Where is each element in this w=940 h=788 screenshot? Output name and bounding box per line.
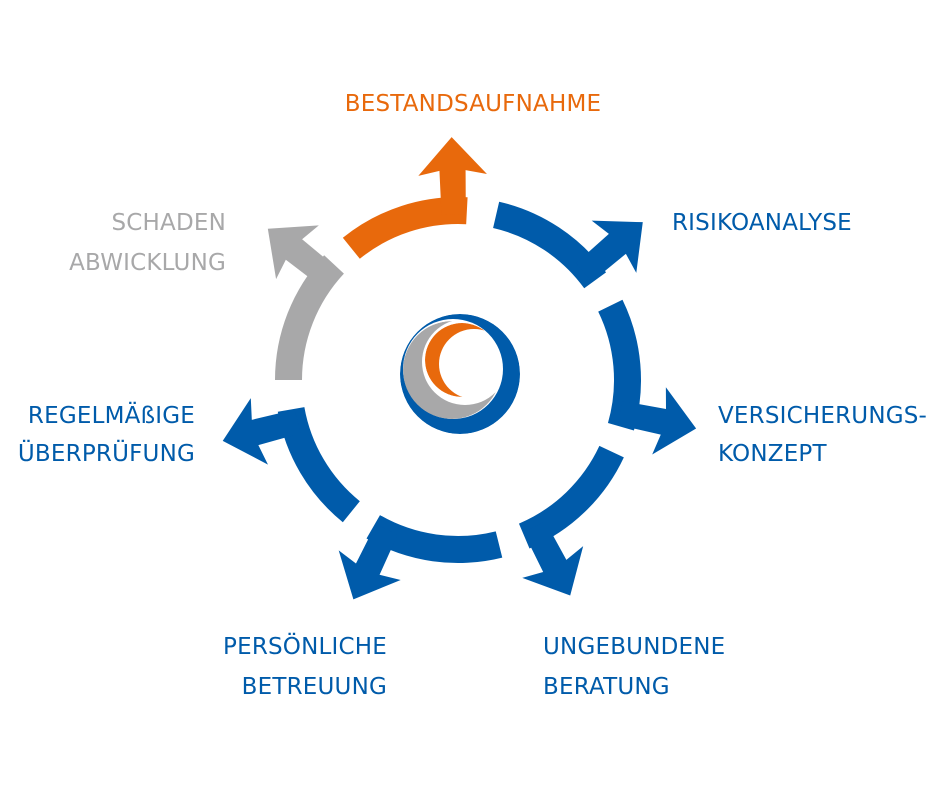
arc-schaden-abwicklung bbox=[275, 255, 344, 380]
arc-persoenliche-betreuung bbox=[366, 515, 503, 563]
label-bestandsaufnahme: BESTANDSAUFNAHME bbox=[345, 91, 601, 117]
arrow-ungebundene-beratung bbox=[522, 521, 584, 596]
segment-persoenliche-betreuung bbox=[338, 515, 503, 600]
arrow-risikoanalyse bbox=[575, 220, 643, 282]
label-schaden-line1: SCHADEN bbox=[111, 210, 226, 236]
arrow-bestandsaufnahme bbox=[418, 137, 487, 215]
segment-schaden-abwicklung bbox=[267, 225, 344, 380]
arrow-regelmaessige-ueberpruefung bbox=[222, 398, 301, 465]
label-regelmaessige-line1: REGELMÄßIGE bbox=[28, 401, 195, 429]
logo-orange-crescent bbox=[425, 323, 499, 397]
label-schaden-line2: ABWICKLUNG bbox=[69, 250, 226, 276]
label-ungebundene-line1: UNGEBUNDENE bbox=[543, 634, 725, 660]
arc-regelmaessige-ueberpruefung bbox=[277, 407, 360, 523]
segment-risikoanalyse bbox=[493, 201, 643, 289]
arrow-persoenliche-betreuung bbox=[338, 524, 401, 600]
labels: BESTANDSAUFNAHME RISIKOANALYSE VERSICHER… bbox=[18, 91, 927, 700]
segment-bestandsaufnahme bbox=[342, 137, 487, 259]
arc-versicherungskonzept bbox=[598, 299, 641, 431]
center-logo bbox=[400, 314, 520, 434]
cycle-ring bbox=[222, 137, 697, 600]
segment-regelmaessige-ueberpruefung bbox=[222, 398, 360, 523]
arrow-versicherungskonzept bbox=[617, 387, 697, 455]
arc-bestandsaufnahme bbox=[342, 196, 468, 259]
label-persoenliche-line2: BETREUUNG bbox=[242, 674, 387, 700]
arrow-schaden-abwicklung bbox=[267, 225, 337, 287]
label-ungebundene-line2: BERATUNG bbox=[543, 674, 670, 700]
label-regelmaessige-line2: ÜBERPRÜFUNG bbox=[18, 439, 195, 467]
label-versicherungskonzept-line2: KONZEPT bbox=[718, 441, 827, 467]
arc-risikoanalyse bbox=[493, 201, 607, 289]
label-persoenliche-line1: PERSÖNLICHE bbox=[223, 632, 387, 660]
label-versicherungskonzept-line1: VERSICHERUNGS- bbox=[718, 403, 927, 429]
label-risikoanalyse: RISIKOANALYSE bbox=[672, 210, 852, 236]
segment-versicherungskonzept bbox=[598, 299, 697, 455]
segment-ungebundene-beratung bbox=[518, 445, 624, 596]
